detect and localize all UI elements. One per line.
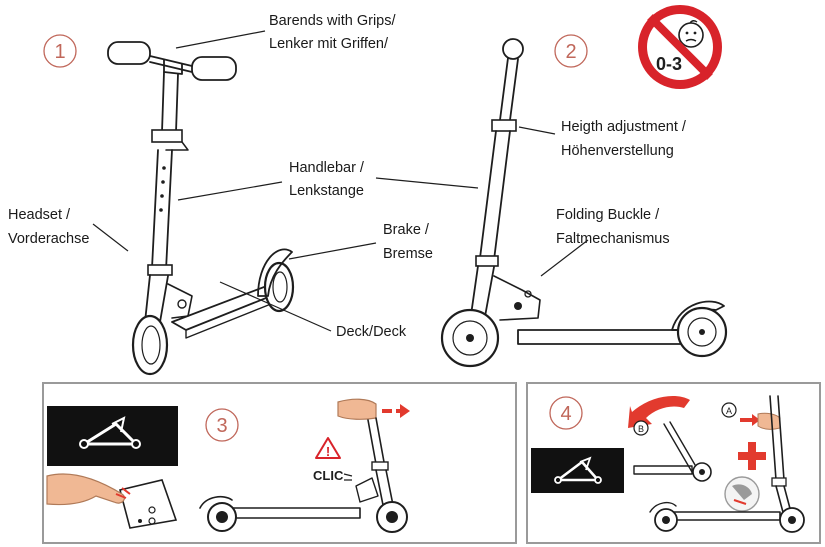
clamp-lever	[165, 141, 189, 151]
buckle-closeup	[119, 479, 178, 529]
label-barends-de: Lenker mit Griffen/	[269, 36, 389, 52]
deck-2	[517, 329, 691, 345]
deck-4a	[633, 465, 693, 475]
buckle-3	[355, 477, 379, 503]
lower-tube	[151, 149, 173, 271]
stem-3	[367, 417, 385, 465]
label-handlebar-en: Handlebar /	[289, 160, 365, 176]
lower-tube-2	[479, 130, 511, 261]
rear-wheel	[263, 261, 295, 313]
age-warning-text: 0-3	[656, 54, 682, 74]
step-2-number: 2	[565, 41, 576, 63]
label-folding-en: Folding Buckle /	[556, 207, 660, 223]
step-4-icon-box	[531, 448, 624, 493]
leader-brake	[288, 242, 377, 260]
triangle-fold-icon	[554, 456, 602, 484]
height-clamp	[151, 129, 183, 143]
leader-height	[518, 126, 556, 135]
leader-handlebar-1	[177, 181, 283, 201]
scooter-1	[107, 41, 295, 376]
folding-buckle	[493, 275, 541, 321]
hand-pulling	[337, 398, 377, 420]
clic-text: CLIC	[313, 468, 344, 483]
svg-text:!: !	[326, 444, 330, 459]
step-3-number: 3	[216, 415, 227, 437]
callouts-step-2: Heigth adjustment / Höhenverstellung Fol…	[518, 119, 687, 277]
stem-4b	[769, 395, 785, 481]
leader-deck	[219, 281, 332, 332]
leader-folding	[540, 239, 589, 277]
headset-collar	[147, 264, 173, 276]
stem-4a	[663, 421, 699, 473]
folding-joint	[167, 283, 193, 319]
label-brake-de: Bremse	[383, 246, 433, 262]
front-fork	[144, 274, 169, 323]
label-height-en: Heigth adjustment /	[561, 119, 687, 135]
upper-tube	[161, 71, 179, 133]
hand-pressing	[46, 473, 126, 506]
front-wheel	[131, 314, 169, 376]
step-1-marker: 1	[43, 34, 77, 68]
handlebar-bar	[149, 55, 193, 73]
pull-arrow-icon	[400, 404, 410, 418]
handlebar-t-junction	[163, 59, 183, 75]
label-handlebar-de: Lenkstange	[289, 183, 364, 199]
right-grip	[191, 56, 237, 81]
warning-triangle-icon: !	[315, 437, 341, 459]
marker-b: B	[638, 424, 644, 434]
leader-handlebar-2	[375, 177, 479, 189]
label-height-de: Höhenverstellung	[561, 143, 674, 159]
triangle-fold-icon	[79, 416, 141, 449]
leader-barends	[175, 30, 266, 49]
step-2-marker: 2	[554, 34, 588, 68]
label-deck: Deck/Deck	[336, 324, 407, 340]
callouts-step-1: Barends with Grips/ Lenker mit Griffen/ …	[8, 13, 479, 340]
step-3-panel: 3 ! CLIC	[42, 382, 517, 544]
scooter-2	[440, 38, 728, 368]
label-brake-en: Brake /	[383, 222, 430, 238]
step-4-panel: 4 B A	[526, 382, 821, 544]
no-children-0-3-icon: 0-3	[638, 5, 722, 89]
headset-collar-2	[475, 255, 499, 267]
fold-arrow-icon	[628, 396, 690, 428]
marker-a: A	[726, 406, 732, 416]
brake-fender	[257, 248, 293, 297]
step-4-number: 4	[560, 403, 571, 425]
step-1-number: 1	[54, 41, 65, 63]
fender-4b	[649, 501, 677, 513]
height-clamp-2	[491, 119, 517, 132]
upper-tube-2	[499, 57, 519, 121]
plus-icon	[738, 442, 766, 470]
left-grip	[107, 41, 151, 65]
label-folding-de: Faltmechanismus	[556, 231, 670, 247]
leader-headset	[92, 223, 129, 252]
handlebar-knob	[502, 38, 524, 60]
hand-step-4	[757, 412, 781, 430]
fender-3	[199, 495, 233, 509]
label-headset-de: Vorderachse	[8, 231, 89, 247]
label-headset-en: Headset /	[8, 207, 71, 223]
label-barends-en: Barends with Grips/	[269, 13, 396, 29]
